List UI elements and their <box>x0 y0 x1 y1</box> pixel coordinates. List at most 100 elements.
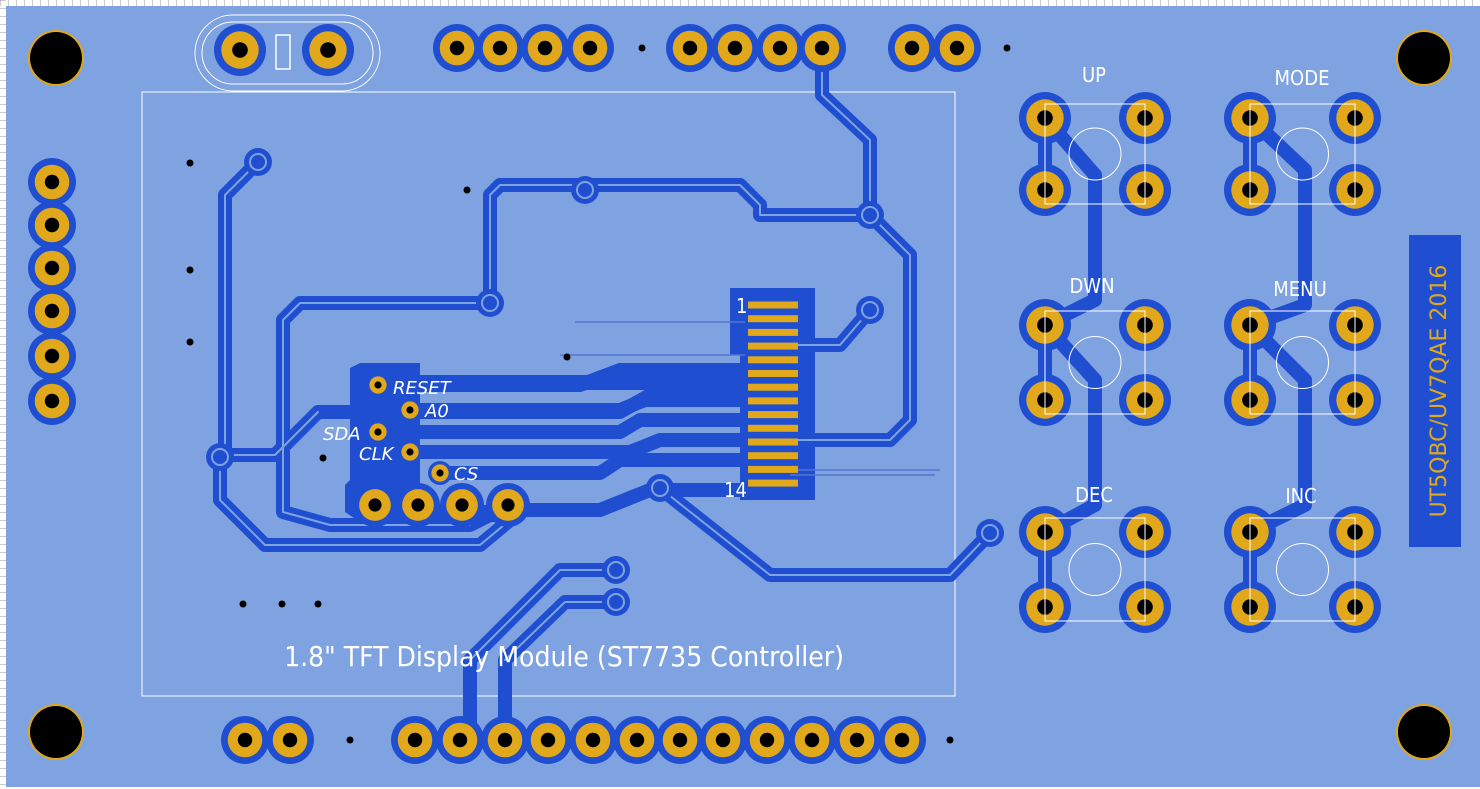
drill-dot <box>463 186 471 194</box>
left-header-pad <box>28 244 76 292</box>
signal-pad <box>398 398 422 422</box>
drill-dot <box>563 353 571 361</box>
left-header-pad <box>28 158 76 206</box>
signature-box <box>1409 235 1461 547</box>
fpc-pin <box>748 383 798 391</box>
drill-dot <box>1003 44 1011 52</box>
mounting-hole <box>28 704 84 760</box>
via <box>244 148 272 176</box>
fpc-connector <box>748 301 798 487</box>
via <box>602 556 630 584</box>
fpc-pin <box>748 370 798 377</box>
top-ruler <box>0 0 1480 6</box>
button-outline <box>1044 310 1146 415</box>
button-outline <box>1249 517 1356 622</box>
fpc-pin <box>748 342 798 350</box>
top-header-b-pad <box>711 24 759 72</box>
left-header-pad <box>28 287 76 335</box>
mounting-hole <box>1396 704 1452 760</box>
button-outline <box>1044 103 1146 205</box>
button-outline <box>1044 517 1146 622</box>
display-row-pad <box>353 483 397 527</box>
display-row-pad <box>486 483 530 527</box>
bottom-header-b-pad <box>524 716 572 764</box>
drill-dot <box>186 159 194 167</box>
bottom-header-a-pad <box>266 716 314 764</box>
button-label-up: UP <box>1082 63 1106 87</box>
bottom-header-a-pad <box>221 716 269 764</box>
top-header-a-pad <box>476 24 524 72</box>
display-outline <box>141 91 956 697</box>
via <box>646 474 674 502</box>
top-header-a-pad <box>433 24 481 72</box>
crystal-pad <box>214 24 266 76</box>
signal-pad <box>366 420 390 444</box>
crystal-pad <box>302 24 354 76</box>
signal-label-clk: CLK <box>359 444 395 465</box>
signal-label-a0: A0 <box>424 401 449 422</box>
button-label-mode: MODE <box>1275 66 1330 90</box>
top-header-a-pad <box>566 24 614 72</box>
signal-label-reset: RESET <box>393 378 453 399</box>
left-ruler <box>0 0 6 789</box>
drill-marks <box>186 44 1011 744</box>
left-header-pad <box>28 201 76 249</box>
button-label-dwn: DWN <box>1069 274 1114 298</box>
drill-dot <box>946 736 954 744</box>
crystal-outline <box>194 14 381 92</box>
drill-dot <box>186 338 194 346</box>
display-row-pad <box>396 483 440 527</box>
bottom-header-b-pad <box>436 716 484 764</box>
fpc-pin <box>748 424 798 432</box>
bottom-header-b-pad <box>569 716 617 764</box>
via <box>856 201 884 229</box>
fpc-pin <box>748 356 798 364</box>
connector-pin-last: 14 <box>724 478 747 502</box>
drill-dot <box>278 600 286 608</box>
bottom-header-b-pad <box>788 716 836 764</box>
drill-dot <box>239 600 247 608</box>
left-header-pad <box>28 377 76 425</box>
via <box>856 296 884 324</box>
button-label-menu: MENU <box>1273 277 1327 301</box>
fpc-pin <box>748 465 798 473</box>
bottom-header-b-pad <box>481 716 529 764</box>
display-title: 1.8" TFT Display Module (ST7735 Controll… <box>284 640 844 673</box>
signal-pad <box>428 461 452 485</box>
via <box>976 519 1004 547</box>
mounting-hole <box>28 30 84 86</box>
mounting-hole <box>1396 30 1452 86</box>
thin-traces <box>560 321 940 476</box>
fpc-pin <box>748 438 798 446</box>
button-outline <box>1249 103 1356 205</box>
button-footprints <box>1044 103 1356 622</box>
fpc-pin <box>748 301 798 309</box>
fpc-pin <box>748 315 798 323</box>
drill-dot <box>638 44 646 52</box>
top-header-b-pad <box>756 24 804 72</box>
top-header-a-pad <box>521 24 569 72</box>
button-outline <box>1249 310 1356 415</box>
via <box>571 176 599 204</box>
button-label-inc: INC <box>1285 484 1316 508</box>
signal-pad <box>398 440 422 464</box>
drill-dot <box>314 600 322 608</box>
connector-pin-first: 1 <box>736 294 747 318</box>
top-header-c-pad <box>933 24 981 72</box>
bottom-header-b-pad <box>699 716 747 764</box>
bottom-header-b-pad <box>656 716 704 764</box>
drill-dot <box>186 266 194 274</box>
fpc-pin <box>748 328 798 336</box>
vias <box>206 148 1004 616</box>
signal-label-sda: SDA <box>323 424 361 445</box>
drill-dot <box>346 736 354 744</box>
top-header-c-pad <box>888 24 936 72</box>
top-header-b-pad <box>798 24 846 72</box>
bottom-header-b-pad <box>743 716 791 764</box>
signal-pad <box>366 373 390 397</box>
fpc-pin <box>748 397 798 405</box>
fpc-pin <box>748 479 798 487</box>
fpc-pin <box>748 452 798 460</box>
